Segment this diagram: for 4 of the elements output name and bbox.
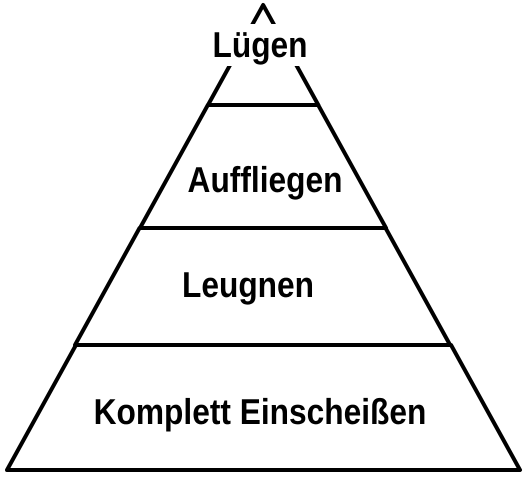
level-label: Lügen (212, 24, 308, 66)
pyramid-level (6, 345, 520, 470)
pyramid-level (75, 228, 451, 345)
pyramid-level (208, 5, 318, 105)
